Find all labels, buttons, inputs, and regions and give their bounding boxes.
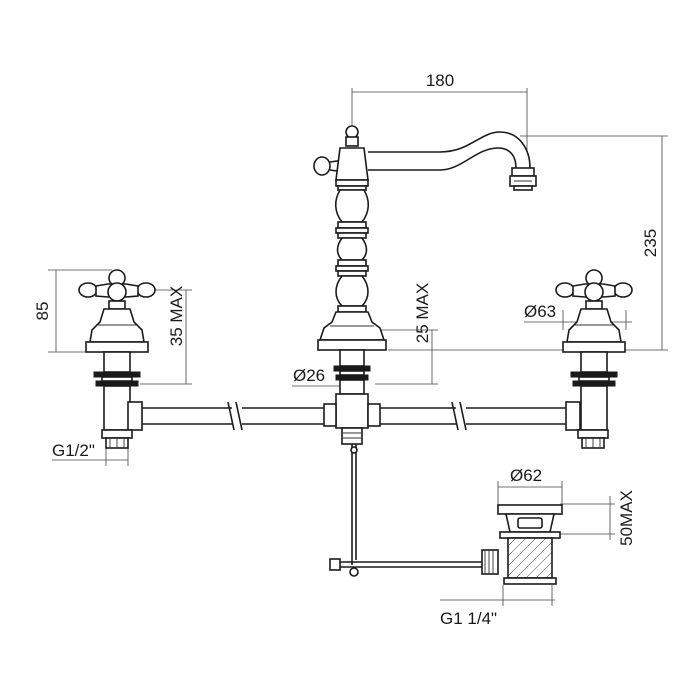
inlet-thread-label: G1/2" (52, 441, 95, 460)
spout-assembly (313, 125, 537, 565)
right-valve (555, 269, 633, 449)
dimension-lines (48, 88, 668, 606)
spout-reach-label: 180 (426, 71, 454, 90)
drain-diameter-label: Ø62 (510, 466, 542, 485)
spout-base-diameter-label: Ø26 (293, 366, 325, 385)
handle-height-label: 85 (33, 302, 52, 321)
left-valve (78, 269, 156, 449)
drain-thread-label: G1 1/4" (440, 609, 497, 628)
drain-assembly (329, 504, 563, 585)
dimension-labels: 180 235 85 35 MAX 25 MAX Ø26 Ø63 G1/2" Ø… (33, 71, 660, 628)
drain-deck-max-label: 50MAX (617, 490, 636, 546)
handle-deck-max-label: 35 MAX (167, 286, 186, 346)
total-height-label: 235 (641, 229, 660, 257)
drain-thread-hatch (507, 537, 553, 579)
handle-diameter-label: Ø63 (524, 302, 556, 321)
spout-deck-max-label: 25 MAX (413, 283, 432, 343)
supply-pipes (140, 401, 566, 431)
